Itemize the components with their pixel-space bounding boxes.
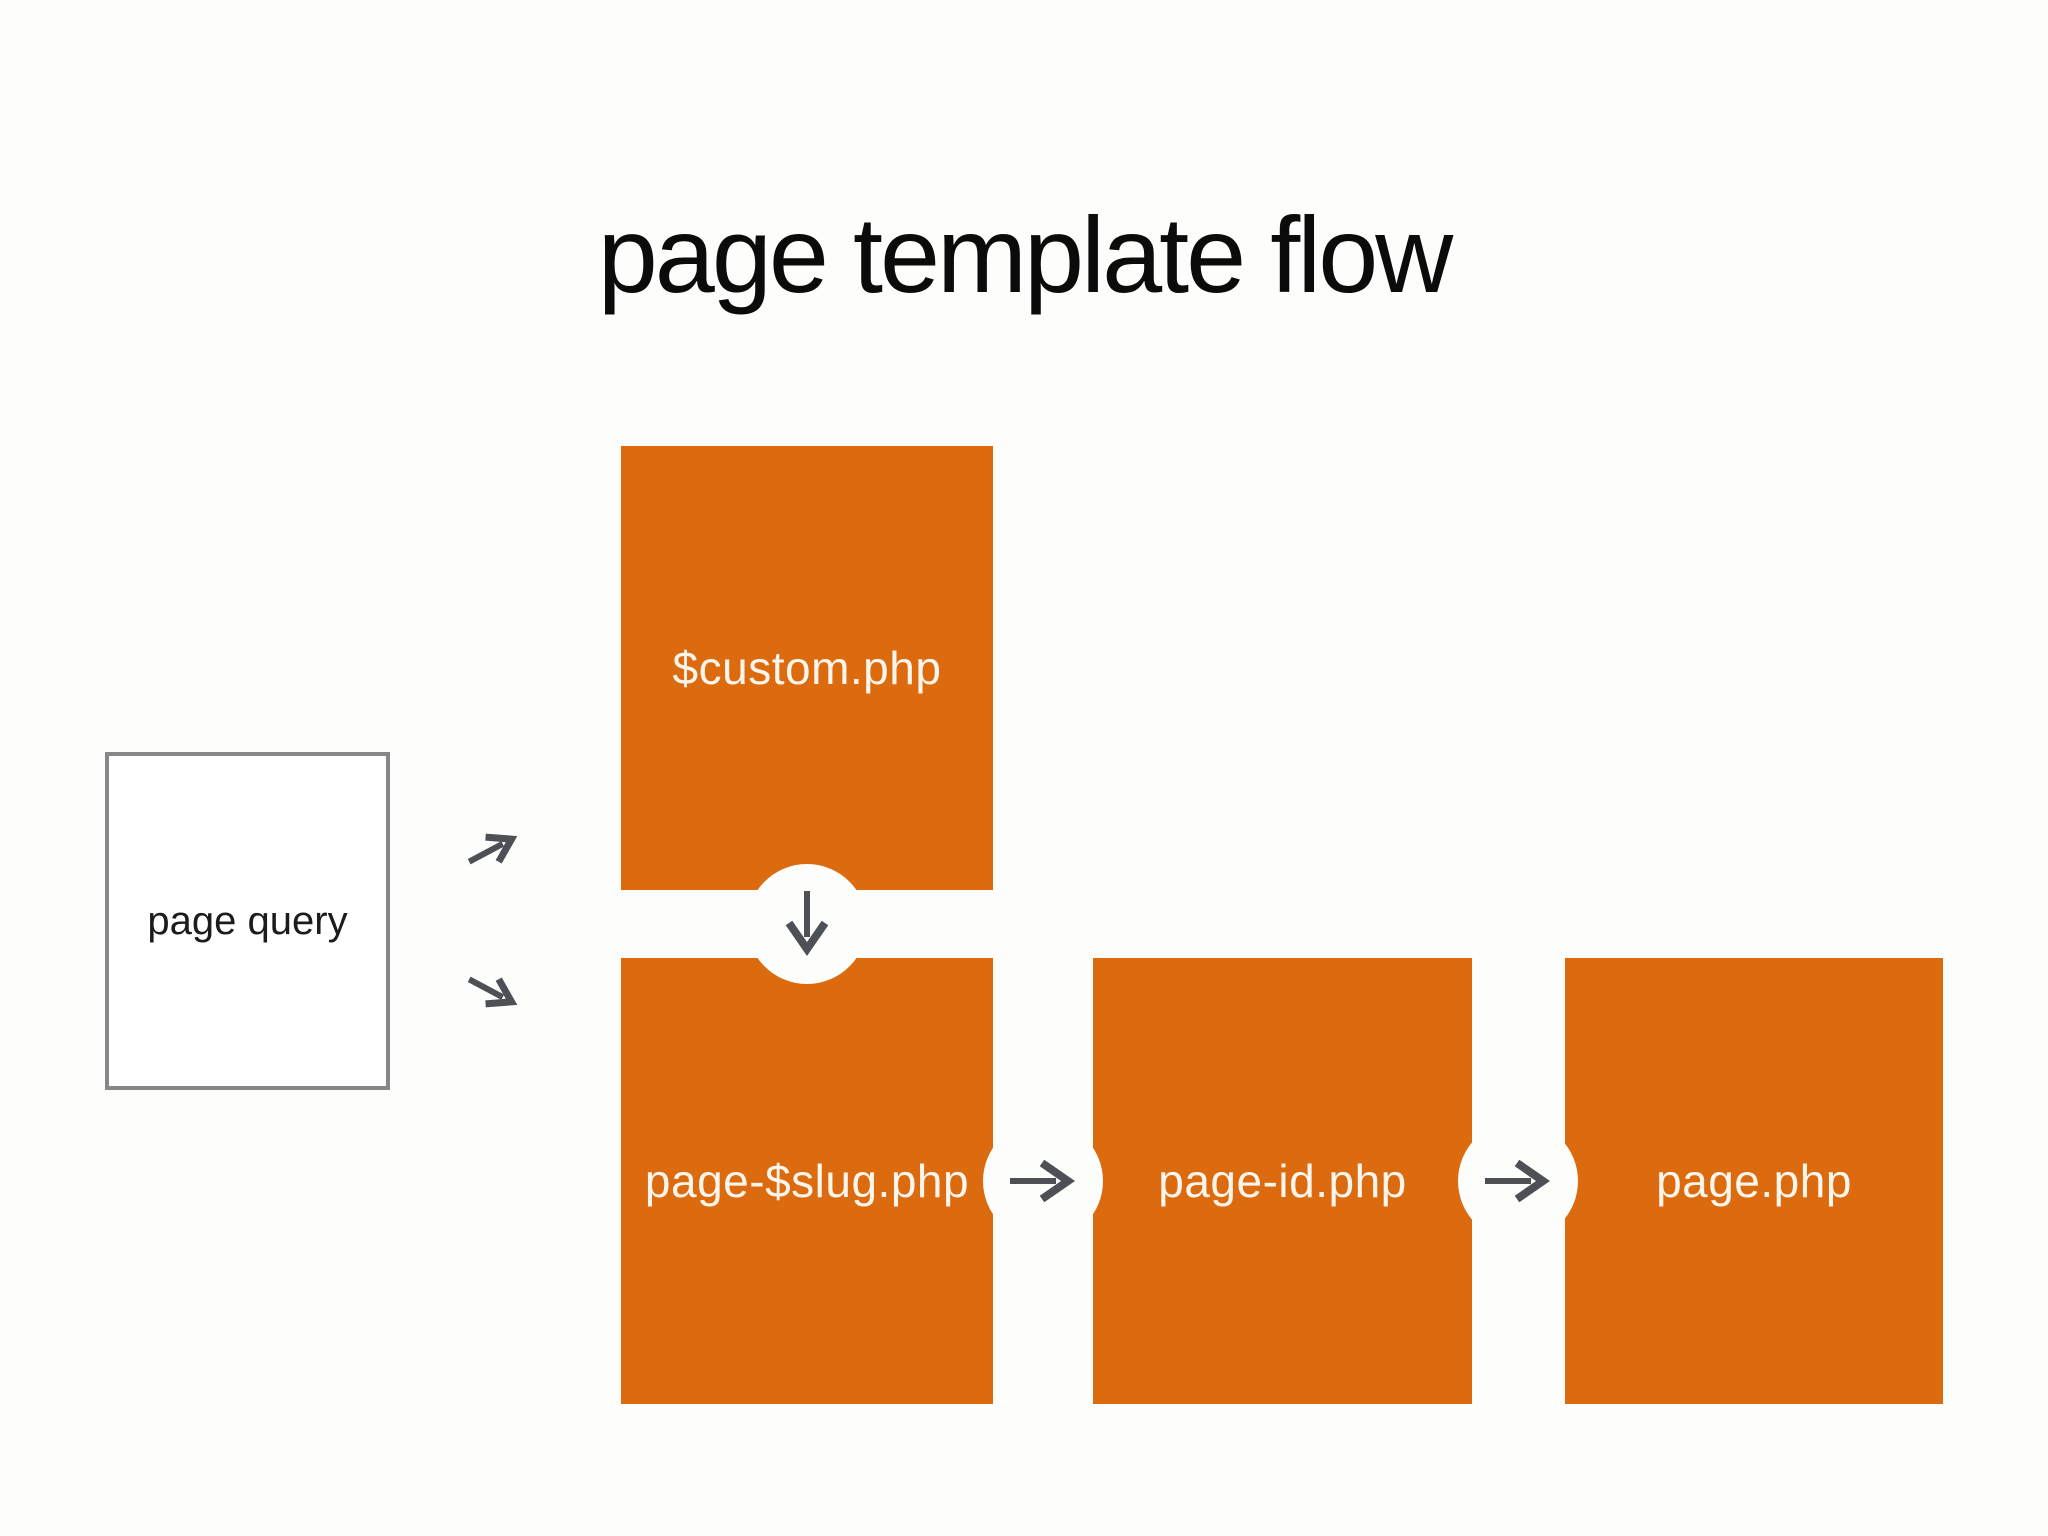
node-page-php-label: page.php: [1656, 1155, 1852, 1207]
node-page-php: page.php: [1565, 958, 1943, 1404]
page-title: page template flow: [597, 194, 1454, 315]
node-custom-php-label: $custom.php: [672, 642, 942, 694]
connector-custom-to-slug: [747, 864, 867, 984]
arrow-right-icon: [1010, 1159, 1076, 1203]
arrow-up-right-icon: [467, 833, 518, 865]
arrow-down-icon: [785, 891, 829, 957]
node-page-query-label: page query: [147, 898, 348, 943]
node-page-id-php: page-id.php: [1093, 958, 1472, 1404]
connector-slug-to-page-id: [983, 1121, 1103, 1241]
node-page-id-php-label: page-id.php: [1158, 1155, 1407, 1207]
node-custom-php: $custom.php: [621, 446, 993, 890]
node-page-slug-php-label: page-$slug.php: [644, 1155, 970, 1207]
node-page-query: page query: [105, 752, 390, 1090]
arrow-right-icon: [1485, 1159, 1551, 1203]
arrow-down-right-icon: [467, 976, 518, 1008]
connector-page-id-to-page: [1458, 1121, 1578, 1241]
node-page-slug-php: page-$slug.php: [621, 958, 993, 1404]
